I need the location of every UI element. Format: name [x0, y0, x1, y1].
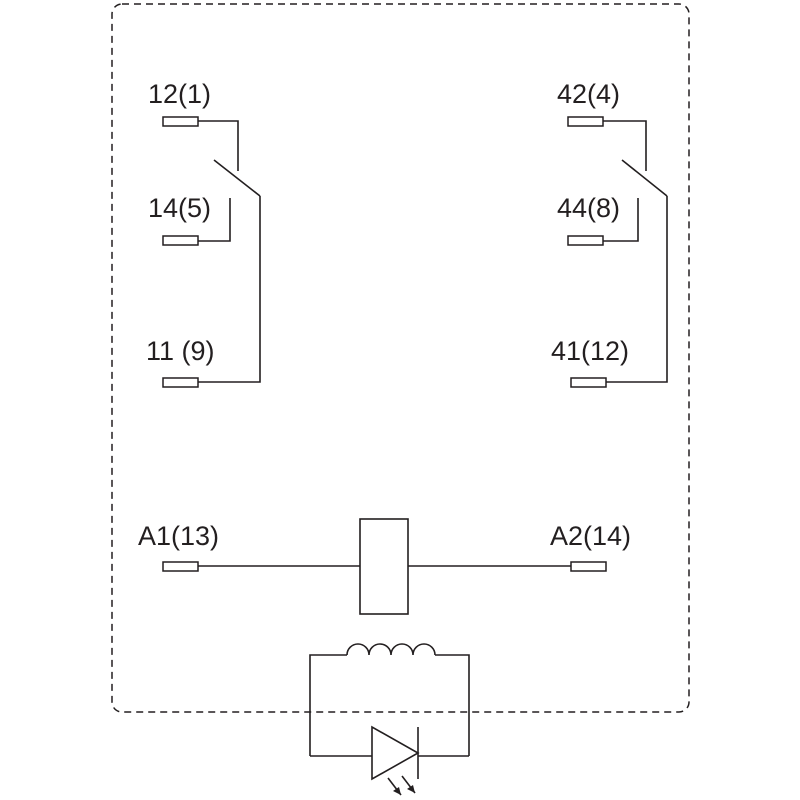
terminal-12-label: 12(1): [148, 79, 211, 109]
light-emission-arrows-icon: [387, 775, 416, 796]
terminal-a1-label: A1(13): [138, 521, 219, 551]
terminal-11-pin: [162, 377, 199, 388]
terminal-42-pin: [567, 116, 604, 127]
left-changeover-contact: 12(1) 14(5) 11 (9): [146, 79, 261, 388]
terminal-41-pin: [570, 377, 607, 388]
terminal-11-wire: [198, 196, 261, 383]
indicator-right-wire: [435, 654, 470, 756]
terminal-14-label: 14(5): [148, 193, 211, 223]
indicator-module: [309, 643, 470, 796]
terminal-42-label: 42(4): [557, 79, 620, 109]
terminal-41-wire: [606, 196, 668, 383]
terminal-41-label: 41(12): [551, 336, 629, 366]
led-diode-icon: [371, 725, 420, 781]
right-contact-blade: [621, 159, 668, 197]
coil-symbol: [359, 518, 409, 615]
left-contact-blade: [213, 159, 261, 197]
terminal-44-label: 44(8): [557, 193, 620, 223]
terminal-44-wire: [603, 198, 639, 242]
terminal-44-pin: [567, 235, 604, 246]
inductor-icon: [346, 643, 436, 656]
indicator-left-wire: [309, 654, 347, 756]
relay-housing-border: [111, 3, 690, 713]
terminal-a2-pin: [570, 561, 607, 572]
terminal-42-wire: [603, 120, 647, 171]
terminal-12-wire: [198, 120, 239, 171]
terminal-14-pin: [162, 235, 199, 246]
relay-coil-circuit: A1(13) A2(14): [138, 518, 631, 615]
terminal-a2-label: A2(14): [550, 521, 631, 551]
terminal-12-pin: [162, 116, 199, 127]
terminal-11-label: 11 (9): [146, 336, 215, 366]
right-changeover-contact: 42(4) 44(8) 41(12): [551, 79, 668, 388]
terminal-14-wire: [198, 198, 231, 242]
terminal-a1-pin: [162, 561, 199, 572]
